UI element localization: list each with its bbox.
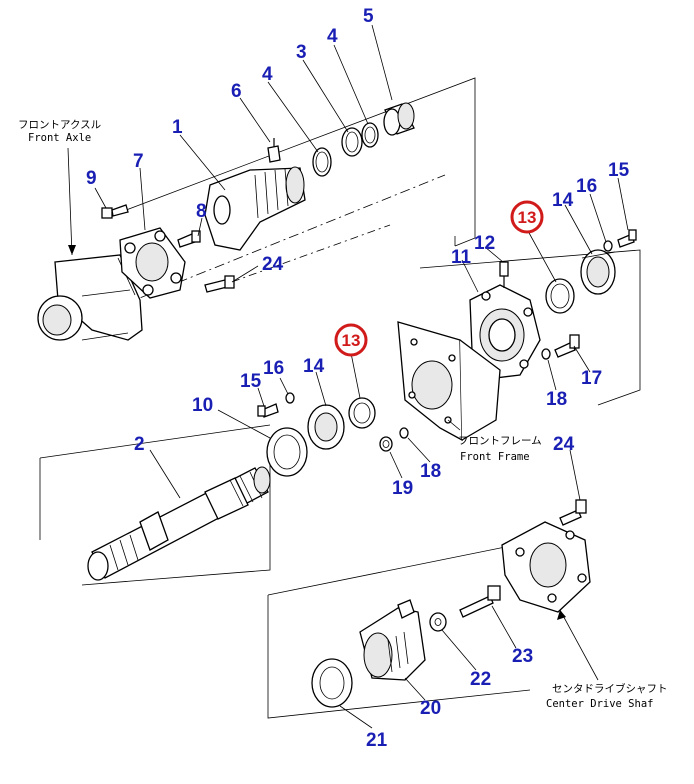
washer-16-upper: [603, 240, 613, 252]
callout-16-lower: 16: [263, 358, 284, 379]
callout-2: 2: [134, 434, 145, 455]
callout-11: 11: [451, 247, 472, 268]
washer-22: [429, 612, 447, 632]
callout-13-lower: 13: [342, 331, 361, 350]
callout-24-lower: 24: [553, 434, 575, 455]
assembly-outline-lines: [39, 77, 641, 719]
callout-4-left: 4: [262, 64, 273, 85]
nut-19: [379, 436, 393, 452]
callout-9: 9: [86, 168, 97, 189]
washer-18-right: [541, 348, 551, 360]
callout-18-right: 18: [546, 389, 567, 410]
callout-leader-lines: [67, 24, 629, 729]
callout-17: 17: [581, 368, 602, 389]
callout-numbers: 1 2 3 4 4 5 6 7 8 9 10 11 12 14 14 15 15…: [86, 6, 630, 751]
grease-fitting-12: [499, 261, 509, 288]
callout-8: 8: [196, 201, 207, 222]
universal-joint-yoke-1: [204, 166, 306, 251]
captions: フロントアクスル Front Axle フロントフレーム Front Frame…: [18, 119, 668, 710]
front-axle-caption-en: Front Axle: [28, 132, 91, 144]
seal-21: [311, 658, 353, 708]
callout-22: 22: [470, 669, 491, 690]
flange-center-drive: [501, 521, 591, 613]
callout-24-upper: 24: [262, 254, 284, 275]
cover-14-upper: [580, 249, 616, 295]
ring-4-right: [361, 122, 379, 148]
bolt-17: [554, 334, 580, 358]
center-drive-caption-en: Center Drive Shaf: [546, 698, 653, 710]
callout-10: 10: [192, 395, 213, 416]
callout-7: 7: [133, 151, 144, 172]
seal-5: [383, 102, 415, 136]
yoke-20: [359, 599, 426, 681]
highlighted-callout-13-lower: 13: [334, 323, 368, 357]
callout-6: 6: [231, 81, 242, 102]
grease-fitting-6: [267, 138, 281, 163]
seal-13-upper: [545, 278, 575, 314]
callout-14-upper: 14: [552, 190, 574, 211]
front-frame-caption-en: Front Frame: [460, 451, 530, 463]
callout-20: 20: [420, 698, 441, 719]
callout-12: 12: [474, 233, 495, 254]
highlighted-callout-13-upper: 13: [510, 200, 544, 234]
washer-18-lower: [399, 427, 409, 439]
bolt-23: [459, 585, 501, 618]
ring-4-left: [312, 147, 332, 177]
bolt-15-lower: [257, 403, 279, 418]
callout-4-right: 4: [327, 26, 338, 47]
callout-5: 5: [363, 6, 374, 27]
front-frame-caption-jp: フロントフレーム: [458, 435, 542, 447]
callout-18-lower: 18: [420, 461, 441, 482]
bearing-housing-11: [469, 284, 541, 379]
front-frame-bracket: [397, 321, 501, 442]
callout-15-upper: 15: [608, 160, 630, 181]
callout-23: 23: [512, 646, 533, 667]
bolt-15-upper: [617, 229, 637, 248]
drive-shaft-2: [87, 466, 271, 581]
callout-16-upper: 16: [576, 176, 597, 197]
bolt-24-upper: [204, 275, 235, 293]
cover-14-lower: [307, 404, 345, 450]
seal-10: [266, 427, 308, 477]
callout-13-upper: 13: [518, 208, 537, 227]
callout-14-lower: 14: [303, 356, 325, 377]
callout-15-lower: 15: [240, 371, 262, 392]
callout-19: 19: [392, 478, 413, 499]
bearing-3: [341, 127, 363, 157]
bolt-24-lower: [559, 499, 587, 526]
coupling-flange-7: [119, 227, 186, 299]
center-drive-caption-jp: センタドライブシャフト: [552, 682, 668, 695]
seal-13-lower: [348, 397, 376, 429]
washer-16-lower: [285, 392, 295, 404]
bolt-8: [177, 230, 201, 248]
bolt-9: [101, 204, 129, 219]
callout-1: 1: [172, 117, 183, 138]
front-axle-caption-jp: フロントアクスル: [18, 119, 101, 131]
callout-3: 3: [296, 42, 307, 63]
callout-21: 21: [366, 730, 388, 751]
